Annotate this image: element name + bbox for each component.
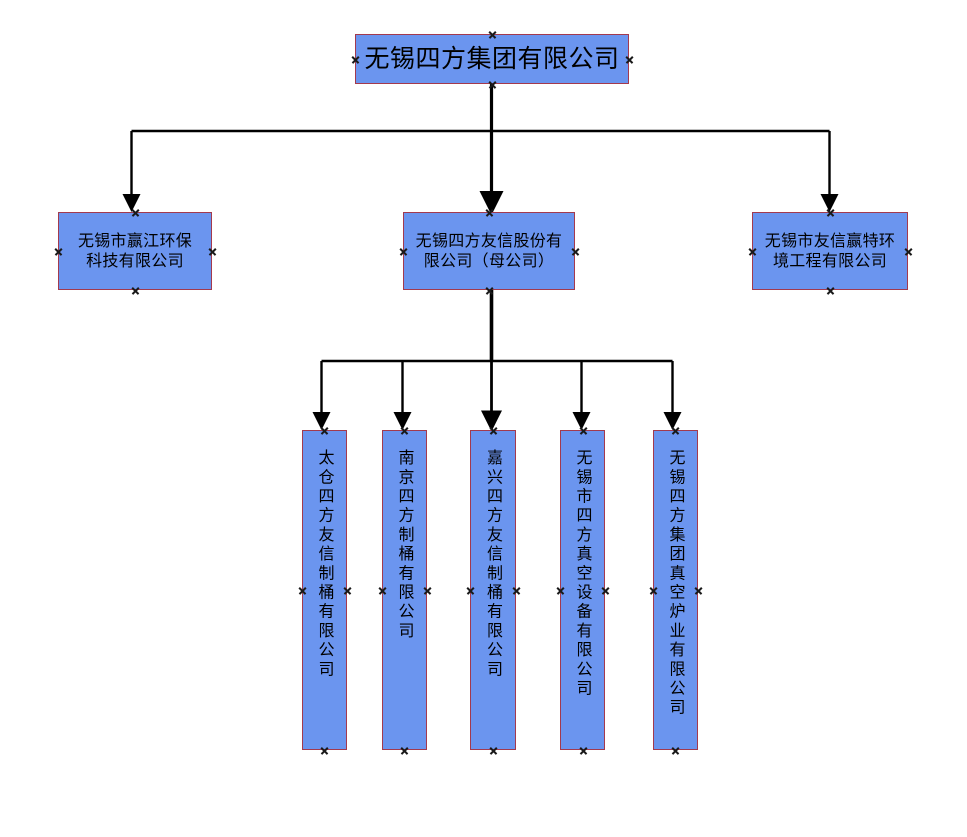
selection-handle-l2a-left[interactable]: [54, 247, 63, 256]
selection-handle-l2a-right[interactable]: [208, 247, 217, 256]
node-level3-zhenkong-luye-label: 无锡四方集团真空炉业有限公司: [666, 449, 686, 718]
selection-handle-root-right[interactable]: [625, 55, 634, 64]
selection-handle-l3a-left[interactable]: [298, 586, 307, 595]
selection-handle-l3a-right[interactable]: [343, 586, 352, 595]
node-level2-youxin-parent[interactable]: 无锡四方友信股份有 限公司（母公司）: [403, 212, 575, 290]
selection-handle-l3d-bottom[interactable]: [579, 746, 588, 755]
node-root-label: 无锡四方集团有限公司: [364, 44, 620, 73]
node-level2-youxin-parent-label: 无锡四方友信股份有 限公司（母公司）: [415, 230, 563, 270]
selection-handle-l3e-top[interactable]: [671, 426, 680, 435]
selection-handle-l2b-bottom[interactable]: [485, 286, 494, 295]
selection-handle-l3c-bottom[interactable]: [489, 746, 498, 755]
selection-handle-l2b-right[interactable]: [571, 247, 580, 256]
selection-handle-l2a-top[interactable]: [131, 208, 140, 217]
node-level3-nanjing-label: 南京四方制桶有限公司: [395, 449, 415, 641]
node-level2-yingte[interactable]: 无锡市友信赢特环 境工程有限公司: [752, 212, 908, 290]
selection-handle-l3e-left[interactable]: [649, 586, 658, 595]
node-level3-taicang-label: 太仓四方友信制桶有限公司: [315, 449, 335, 680]
selection-handle-l3c-top[interactable]: [489, 426, 498, 435]
node-level3-zhenkong-shebei-label: 无锡市四方真空设备有限公司: [573, 449, 593, 699]
node-level3-jiaxing-label: 嘉兴四方友信制桶有限公司: [484, 449, 503, 680]
selection-handle-l3e-bottom[interactable]: [671, 746, 680, 755]
node-level2-yingjiang-label: 无锡市赢江环保 科技有限公司: [77, 230, 193, 270]
node-level3-zhenkong-luye[interactable]: 无锡四方集团真空炉业有限公司: [653, 430, 698, 750]
selection-handle-root-bottom[interactable]: [488, 80, 497, 89]
node-level3-taicang[interactable]: 太仓四方友信制桶有限公司: [302, 430, 347, 750]
node-level2-yingte-label: 无锡市友信赢特环 境工程有限公司: [764, 230, 896, 270]
selection-handle-l3c-left[interactable]: [466, 586, 475, 595]
node-level2-yingjiang[interactable]: 无锡市赢江环保 科技有限公司: [58, 212, 212, 290]
node-level3-zhenkong-shebei[interactable]: 无锡市四方真空设备有限公司: [560, 430, 605, 750]
selection-handle-l3a-top[interactable]: [320, 426, 329, 435]
selection-handle-l3b-right[interactable]: [423, 586, 432, 595]
selection-handle-l2c-right[interactable]: [904, 247, 913, 256]
selection-handle-l3b-bottom[interactable]: [400, 746, 409, 755]
selection-handle-l2b-top[interactable]: [485, 208, 494, 217]
selection-handle-l2b-left[interactable]: [399, 247, 408, 256]
node-root[interactable]: 无锡四方集团有限公司: [355, 34, 629, 84]
selection-handle-l3a-bottom[interactable]: [320, 746, 329, 755]
selection-handle-l2c-top[interactable]: [826, 208, 835, 217]
selection-handle-l2a-bottom[interactable]: [131, 286, 140, 295]
selection-handle-l2c-left[interactable]: [748, 247, 757, 256]
selection-handle-l3d-top[interactable]: [579, 426, 588, 435]
selection-handle-l3b-top[interactable]: [400, 426, 409, 435]
selection-handle-root-left[interactable]: [351, 55, 360, 64]
node-level3-nanjing[interactable]: 南京四方制桶有限公司: [382, 430, 427, 750]
selection-handle-root-top[interactable]: [488, 30, 497, 39]
selection-handle-l3d-right[interactable]: [601, 586, 610, 595]
selection-handle-l3b-left[interactable]: [378, 586, 387, 595]
selection-handle-l3e-right[interactable]: [694, 586, 703, 595]
selection-handle-l3c-right[interactable]: [512, 586, 521, 595]
selection-handle-l2c-bottom[interactable]: [826, 286, 835, 295]
node-level3-jiaxing[interactable]: 嘉兴四方友信制桶有限公司: [470, 430, 516, 750]
selection-handle-l3d-left[interactable]: [556, 586, 565, 595]
